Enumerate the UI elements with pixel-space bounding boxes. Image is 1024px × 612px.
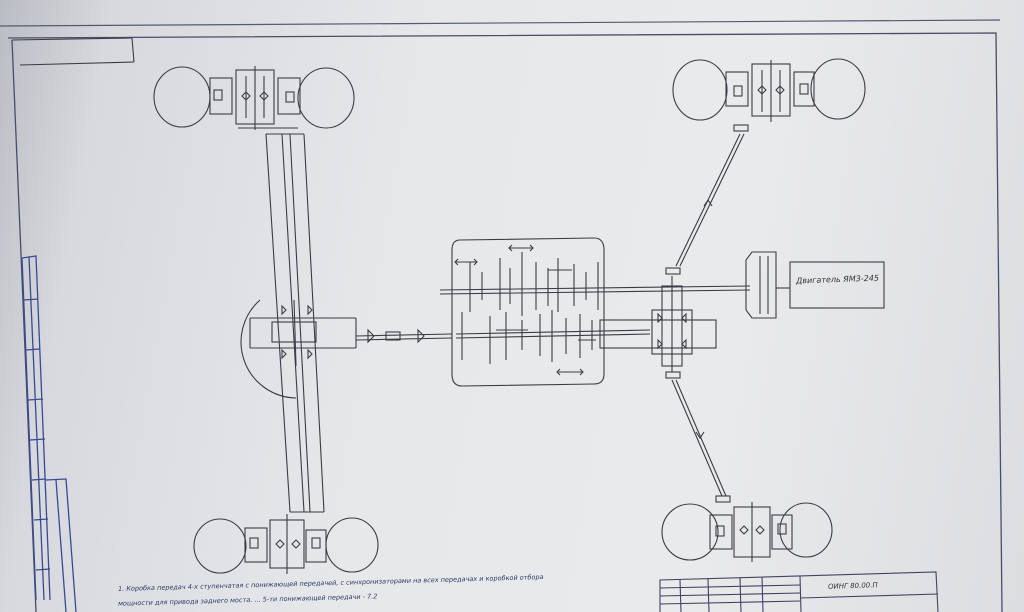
engine-box <box>789 261 885 309</box>
left-axle-housing <box>240 133 357 513</box>
rear-right-wheel <box>661 495 833 562</box>
sheet-frame <box>0 19 1003 612</box>
title-block <box>659 571 939 612</box>
transfer-case <box>599 267 717 379</box>
front-right-wheel <box>672 58 866 132</box>
document-code: ОИНГ 80.00.П <box>827 581 878 591</box>
gearbox <box>439 237 751 387</box>
front-left-wheel <box>153 66 355 130</box>
right-rear-shaft <box>671 379 727 497</box>
engine-clutch <box>745 251 790 319</box>
rear-left-wheel <box>193 514 379 574</box>
rear-propeller-shaft <box>355 328 453 344</box>
side-stamp <box>21 255 77 612</box>
front-propeller-shaft <box>675 133 745 267</box>
